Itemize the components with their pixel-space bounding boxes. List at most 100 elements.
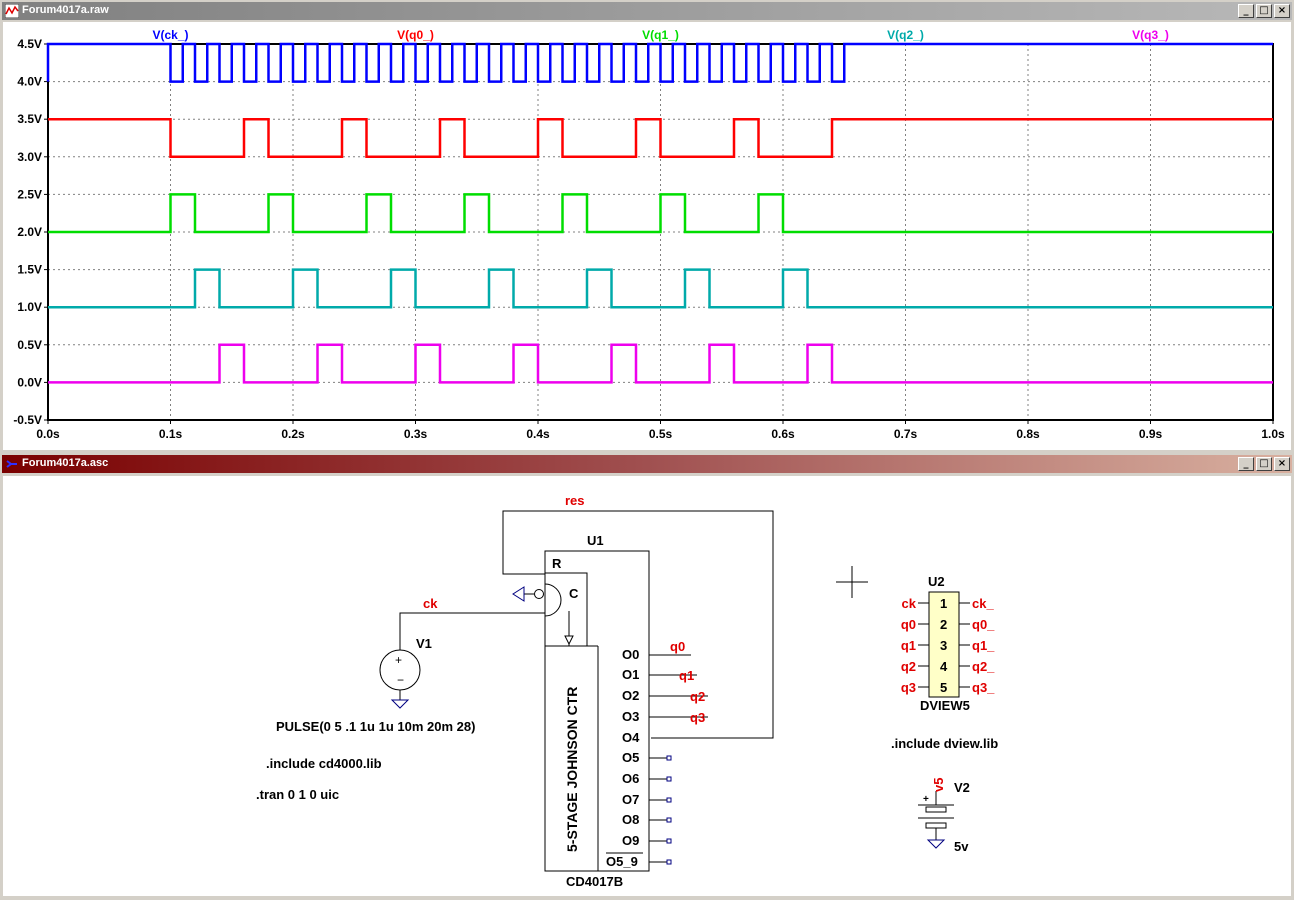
trace-q2[interactable] bbox=[48, 268, 1273, 309]
u2-out-ck: ck_ bbox=[972, 596, 994, 611]
u2-ref: U2 bbox=[928, 574, 945, 589]
u1-symbol[interactable] bbox=[512, 550, 650, 872]
u2-in-q3: q3 bbox=[901, 680, 916, 695]
trace-q3[interactable] bbox=[48, 343, 1273, 384]
u2-pin-2: 2 bbox=[940, 617, 947, 632]
u1-pin-o6: O6 bbox=[622, 771, 639, 786]
u2-out-q3: q3_ bbox=[972, 680, 995, 695]
u2-in-q1: q1 bbox=[901, 638, 916, 653]
close-button[interactable]: × bbox=[1274, 457, 1290, 471]
net-label-q3: q3 bbox=[690, 710, 705, 725]
y-tick-label: 4.5V bbox=[17, 37, 42, 51]
u2-out-q0: q0_ bbox=[972, 617, 995, 632]
trace-label-q0[interactable]: V(q0_) bbox=[397, 28, 434, 42]
u2-input-labels: ck q0 q1 q2 q3 bbox=[901, 596, 917, 695]
v2-value: 5v bbox=[954, 839, 969, 854]
u2-out-q2: q2_ bbox=[972, 659, 995, 674]
trace-q0[interactable] bbox=[48, 117, 1273, 159]
y-tick-label: 4.0V bbox=[17, 75, 42, 89]
minimize-button[interactable]: _ bbox=[1238, 457, 1254, 471]
res-net bbox=[502, 510, 774, 739]
u1-pin-o5: O5 bbox=[622, 750, 639, 765]
x-tick-label: 0.4s bbox=[526, 427, 550, 441]
schematic-window-title: Forum4017a.asc bbox=[22, 457, 109, 469]
u2-out-q1: q1_ bbox=[972, 638, 995, 653]
res-label: res bbox=[565, 493, 585, 508]
v1-ref: V1 bbox=[416, 636, 432, 651]
trace-label-q3[interactable]: V(q3_) bbox=[1132, 28, 1169, 42]
directive-include-cd4000: .include cd4000.lib bbox=[266, 756, 382, 771]
schematic-icon bbox=[6, 460, 17, 468]
minimize-button[interactable]: _ bbox=[1238, 4, 1254, 18]
u1-body-text: 5-STAGE JOHNSON CTR bbox=[564, 687, 580, 852]
x-tick-label: 0.7s bbox=[894, 427, 918, 441]
y-tick-label: 2.0V bbox=[17, 225, 42, 239]
u2-output-labels: ck_ q0_ q1_ q2_ q3_ bbox=[972, 596, 995, 695]
y-tick-label: 3.0V bbox=[17, 150, 42, 164]
schematic-canvas[interactable]: res U1 R C 5-STAGE JOHNSON CTR CD4017B bbox=[3, 476, 1291, 896]
u2-in-q0: q0 bbox=[901, 617, 916, 632]
x-tick-label: 0.2s bbox=[281, 427, 305, 441]
v2-battery[interactable] bbox=[918, 791, 954, 849]
schematic-window: Forum4017a.asc _ □ × res bbox=[0, 453, 1294, 900]
u2-pin-5: 5 bbox=[940, 680, 947, 695]
u2-in-q2: q2 bbox=[901, 659, 916, 674]
u1-part: CD4017B bbox=[566, 874, 623, 889]
schematic-drawing[interactable]: res U1 R C 5-STAGE JOHNSON CTR CD4017B bbox=[3, 476, 1291, 896]
trace-label-q1[interactable]: V(q1_) bbox=[642, 28, 679, 42]
v2-plus: + bbox=[923, 794, 929, 805]
y-tick-label: 0.0V bbox=[17, 375, 42, 389]
u1-pin-o5-9: O5_9 bbox=[606, 854, 638, 869]
maximize-button[interactable]: □ bbox=[1256, 4, 1272, 18]
ck-net bbox=[399, 612, 545, 651]
y-tick-label: 1.5V bbox=[17, 263, 42, 277]
u2-pin-3: 3 bbox=[940, 638, 947, 653]
x-tick-label: 0.5s bbox=[649, 427, 673, 441]
directive-tran: .tran 0 1 0 uic bbox=[256, 787, 339, 802]
x-tick-label: 0.8s bbox=[1016, 427, 1040, 441]
unconnected-pin-markers bbox=[666, 755, 672, 865]
x-tick-label: 0.6s bbox=[771, 427, 795, 441]
trace-q1[interactable] bbox=[48, 193, 1273, 234]
net-label-q1: q1 bbox=[679, 668, 694, 683]
crosshair-cursor-icon bbox=[836, 566, 868, 598]
close-button[interactable]: × bbox=[1274, 4, 1290, 18]
maximize-button[interactable]: □ bbox=[1256, 457, 1272, 471]
y-tick-label: 2.5V bbox=[17, 187, 42, 201]
u2-in-ck: ck bbox=[902, 596, 917, 611]
u1-pin-o7: O7 bbox=[622, 792, 639, 807]
v1-value: PULSE(0 5 .1 1u 1u 10m 20m 28) bbox=[276, 719, 475, 734]
net-label-q0: q0 bbox=[670, 639, 685, 654]
u1-pin-o2: O2 bbox=[622, 688, 639, 703]
trace-label-q2[interactable]: V(q2_) bbox=[887, 28, 924, 42]
trace-label-ck[interactable]: V(ck_) bbox=[152, 28, 188, 42]
u2-pin-4: 4 bbox=[940, 659, 948, 674]
u1-pin-c: C bbox=[569, 586, 579, 601]
directive-include-dview: .include dview.lib bbox=[891, 736, 998, 751]
schematic-titlebar[interactable]: Forum4017a.asc _ □ × bbox=[2, 455, 1292, 473]
u2-part: DVIEW5 bbox=[920, 698, 970, 713]
v2-node-label: v5 bbox=[931, 778, 946, 792]
u1-pin-o4: O4 bbox=[622, 730, 640, 745]
waveform-titlebar[interactable]: Forum4017a.raw _ □ × bbox=[2, 2, 1292, 20]
v2-ref: V2 bbox=[954, 780, 970, 795]
x-tick-label: 0.9s bbox=[1139, 427, 1163, 441]
u1-output-wires bbox=[649, 654, 708, 863]
u2-pin-1: 1 bbox=[940, 596, 947, 611]
x-tick-label: 0.3s bbox=[404, 427, 428, 441]
y-tick-label: -0.5V bbox=[13, 413, 42, 427]
v1-minus: − bbox=[397, 673, 404, 687]
u2-symbol[interactable] bbox=[918, 591, 970, 698]
u1-pin-r: R bbox=[552, 556, 562, 571]
u1-pin-o9: O9 bbox=[622, 833, 639, 848]
waveform-icon bbox=[5, 4, 19, 18]
u1-pin-o0: O0 bbox=[622, 647, 639, 662]
u1-pin-o8: O8 bbox=[622, 812, 639, 827]
u1-ref: U1 bbox=[587, 533, 604, 548]
x-tick-label: 1.0s bbox=[1261, 427, 1285, 441]
v1-source[interactable] bbox=[379, 649, 421, 709]
trace-ck[interactable] bbox=[46, 42, 1273, 83]
